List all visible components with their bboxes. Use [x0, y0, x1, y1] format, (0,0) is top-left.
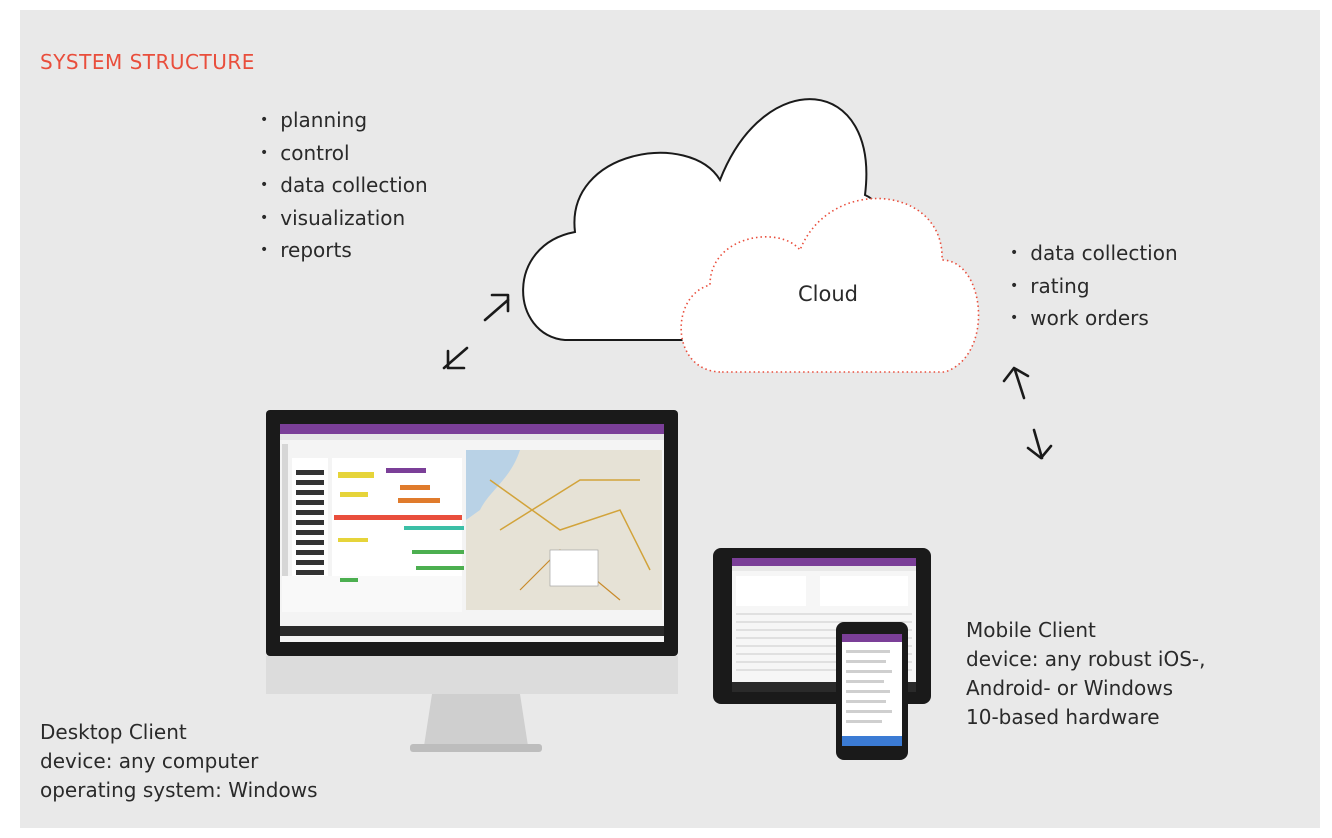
desktop-client-caption: Desktop Client device: any computer oper… — [40, 718, 318, 805]
list-item: data collection — [260, 171, 427, 204]
diagram-title: SYSTEM STRUCTURE — [40, 50, 255, 74]
diagram-graphics — [266, 98, 1053, 760]
desktop-client-name: Desktop Client — [40, 720, 187, 744]
mobile-client-caption: Mobile Client device: any robust iOS-, A… — [966, 616, 1206, 732]
cloud-function-list: planning control data collection visuali… — [260, 106, 428, 269]
list-item: control — [260, 139, 428, 172]
mobile-client-name: Mobile Client — [966, 618, 1096, 642]
edge-function-list: data collection rating work orders — [1010, 239, 1178, 337]
mobile-client-device-line1: device: any robust iOS-, — [966, 647, 1206, 671]
arrow-cloud-mobile — [1002, 366, 1053, 460]
list-item: reports — [260, 236, 428, 269]
list-item: planning — [260, 106, 428, 139]
list-item: rating — [1010, 272, 1178, 305]
list-item: work orders — [1010, 304, 1178, 337]
mobile-client-device-line3: 10-based hardware — [966, 705, 1160, 729]
list-item: visualization — [260, 204, 428, 237]
arrow-cloud-desktop — [442, 293, 510, 370]
phone-illustration — [836, 622, 908, 760]
diagram-canvas: SYSTEM STRUCTURE — [20, 10, 1320, 828]
cloud-label: Cloud — [798, 282, 858, 306]
desktop-client-os: operating system: Windows — [40, 778, 318, 802]
edge-cloud-shape — [680, 197, 980, 373]
desktop-client-device: device: any computer — [40, 749, 259, 773]
list-item: data collection — [1010, 239, 1177, 272]
desktop-monitor-illustration — [266, 410, 678, 752]
mobile-client-device-line2: Android- or Windows — [966, 676, 1173, 700]
